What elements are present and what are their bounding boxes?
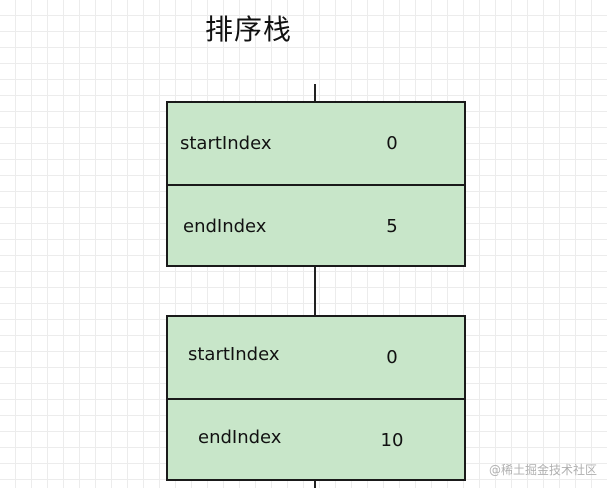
stack-frame-bottom: startIndex 0 endIndex 10 bbox=[166, 315, 466, 481]
row-label: endIndex bbox=[198, 427, 282, 448]
row-label: startIndex bbox=[188, 344, 280, 365]
stack-divider-line bbox=[314, 84, 316, 488]
row-value: 0 bbox=[386, 133, 398, 154]
stack-row-start-index: startIndex 0 bbox=[168, 103, 464, 184]
stack-row-end-index: endIndex 5 bbox=[168, 184, 464, 267]
watermark: @稀土掘金技术社区 bbox=[488, 463, 597, 477]
diagram-title: 排序栈 bbox=[205, 13, 293, 46]
row-label: endIndex bbox=[183, 216, 267, 237]
stack-row-start-index: startIndex 0 bbox=[168, 317, 464, 398]
row-value: 5 bbox=[386, 216, 398, 237]
row-value: 10 bbox=[380, 430, 404, 451]
stack-row-end-index: endIndex 10 bbox=[168, 398, 464, 481]
stack-frame-top: startIndex 0 endIndex 5 bbox=[166, 101, 466, 267]
row-value: 0 bbox=[386, 347, 398, 368]
row-label: startIndex bbox=[180, 133, 272, 154]
